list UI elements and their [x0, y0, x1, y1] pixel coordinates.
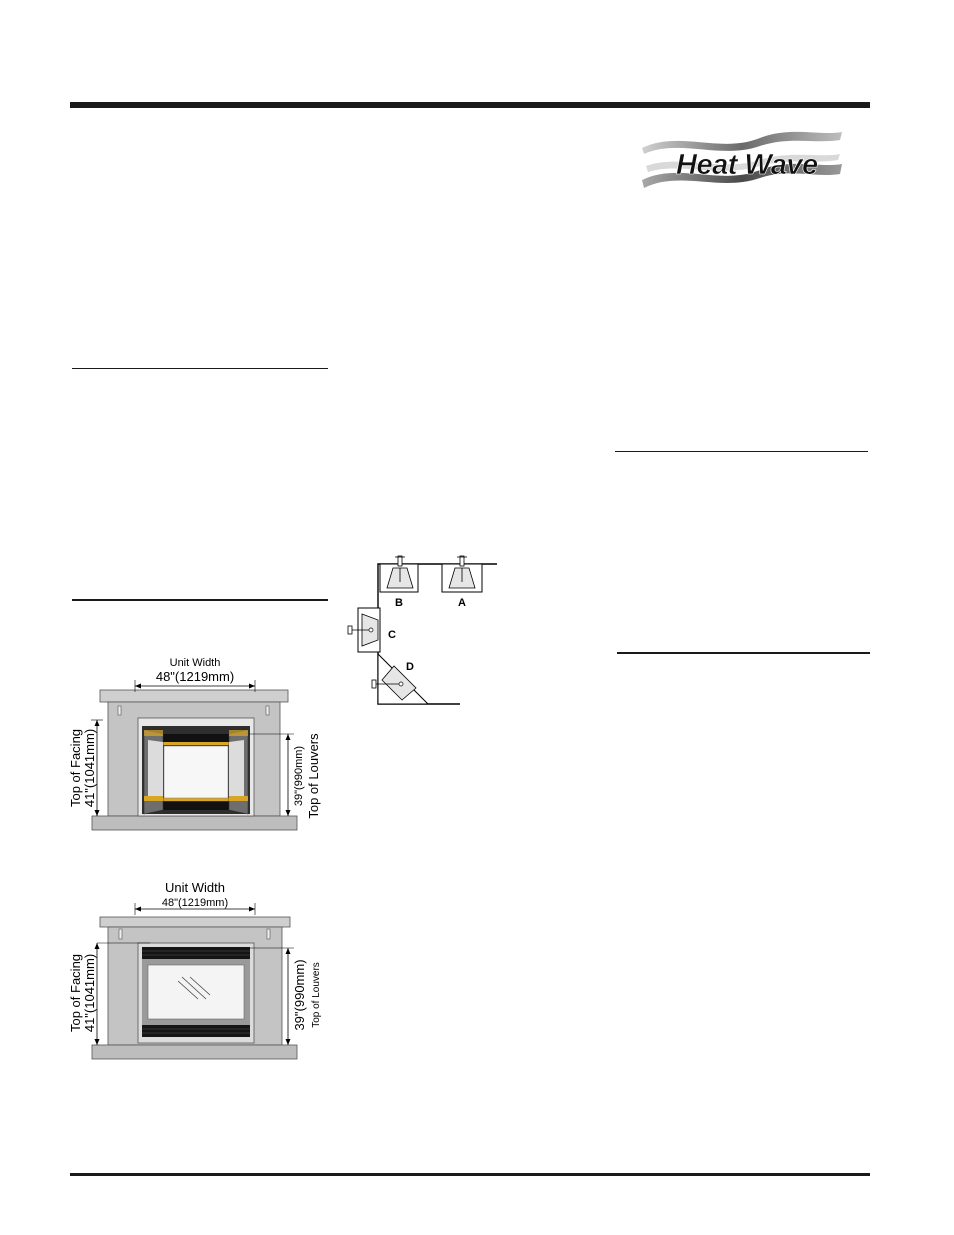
louver-top — [142, 947, 250, 959]
louver-top — [163, 734, 229, 742]
facing-value: 41"(1041mm) — [82, 729, 97, 807]
label-c: C — [388, 629, 396, 641]
corner-installation-diagram: B A C D — [347, 555, 497, 705]
louver-bottom — [142, 1025, 250, 1037]
fireplace-dimension-diagram-bottom: Unit Width 48"(1219mm) Top of Facing 41"… — [68, 880, 322, 1060]
label-a: A — [458, 597, 466, 609]
section-rule-right-1 — [615, 451, 868, 452]
louvers-value: 39"(990mm) — [292, 959, 307, 1030]
header-rule — [70, 102, 870, 108]
facing-label: Top of Facing — [68, 954, 83, 1032]
louvers-value: 39"(990mm) — [293, 746, 305, 806]
hearth — [91, 1044, 298, 1060]
logo-text: Heat Wave — [676, 149, 818, 181]
section-rule-left-2 — [72, 599, 328, 601]
louver-bottom — [163, 802, 229, 810]
heat-wave-logo: Heat Wave — [642, 131, 842, 188]
hearth — [91, 815, 298, 831]
glass-panel — [163, 745, 229, 799]
label-d: D — [406, 661, 414, 673]
louvers-label: Top of Louvers — [311, 962, 322, 1028]
label-b: B — [395, 597, 403, 609]
louvers-label: Top of Louvers — [306, 733, 321, 819]
mantel-shelf — [99, 689, 289, 703]
mantel-shelf — [99, 916, 291, 928]
facing-value: 41"(1041mm) — [82, 954, 97, 1032]
unit-width-value: 48"(1219mm) — [162, 897, 228, 909]
facing-label: Top of Facing — [68, 729, 83, 807]
unit-width-label: Unit Width — [170, 657, 221, 669]
unit-width-label: Unit Width — [165, 880, 225, 895]
section-rule-left-1 — [72, 368, 328, 369]
section-rule-right-2 — [617, 652, 870, 654]
glass-panel — [147, 964, 245, 1020]
footer-rule — [70, 1173, 870, 1176]
fireplace-dimension-diagram-top: Unit Width 48"(1219mm) Top of Facing 41"… — [68, 657, 321, 831]
unit-width-value: 48"(1219mm) — [156, 669, 234, 684]
